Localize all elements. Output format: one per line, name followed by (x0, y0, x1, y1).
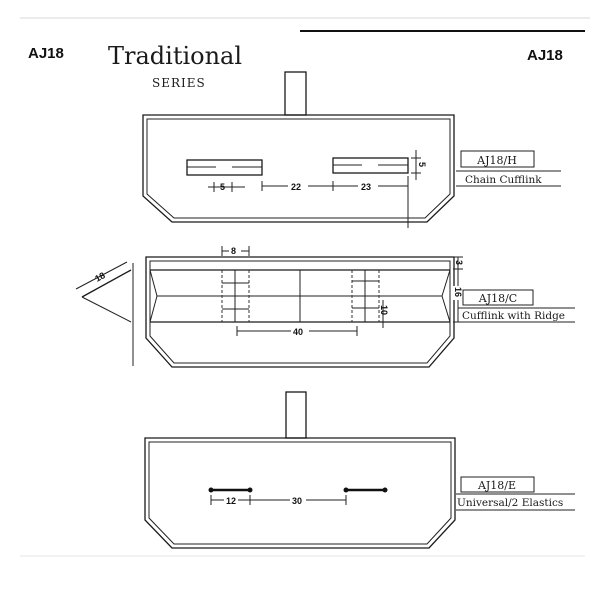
code-left: AJ18 (28, 45, 64, 62)
shank (284, 71, 307, 116)
model-code: AJ18/H (476, 154, 517, 167)
dim-label: 12 (226, 496, 236, 506)
dim-label: 5 (220, 182, 225, 192)
shank (285, 391, 307, 439)
model-code: AJ18/E (477, 479, 516, 492)
model-code: AJ18/C (478, 292, 517, 305)
dim-label: 23 (361, 182, 371, 192)
panel-universal-elastics: 12 30 (144, 391, 456, 549)
model-name: Universal/2 Elastics (457, 497, 563, 509)
dim-label: 3 (454, 260, 464, 265)
dim-label: 16 (453, 287, 463, 297)
dim-label: 30 (292, 496, 302, 506)
panel-chain-cufflink: 5 22 23 5 (142, 71, 455, 228)
series-subtitle: SERIES (152, 76, 206, 90)
outer-outline (142, 114, 455, 223)
dim-label: 40 (293, 327, 303, 337)
dim-label: 18 (93, 270, 107, 284)
model-name: Chain Cufflink (465, 174, 542, 186)
label-universal-elastics: AJ18/E Universal/2 Elastics (456, 476, 575, 511)
panel-cufflink-ridge: 18 8 3 16 10 40 (75, 245, 464, 368)
dim-label: 10 (379, 305, 389, 315)
outer-outline (144, 437, 456, 549)
inner-outline (148, 441, 452, 545)
inner-outline (149, 260, 451, 364)
series-title: Traditional (108, 42, 242, 70)
label-cufflink-ridge: AJ18/C Cufflink with Ridge (458, 289, 575, 323)
inner-outline (146, 118, 451, 219)
label-chain-cufflink: AJ18/H Chain Cufflink (456, 150, 561, 187)
dim-label: 8 (231, 246, 236, 256)
dim-label: 22 (291, 182, 301, 192)
dim-label: 5 (417, 162, 427, 167)
code-right: AJ18 (527, 47, 563, 64)
model-name: Cufflink with Ridge (462, 310, 565, 322)
